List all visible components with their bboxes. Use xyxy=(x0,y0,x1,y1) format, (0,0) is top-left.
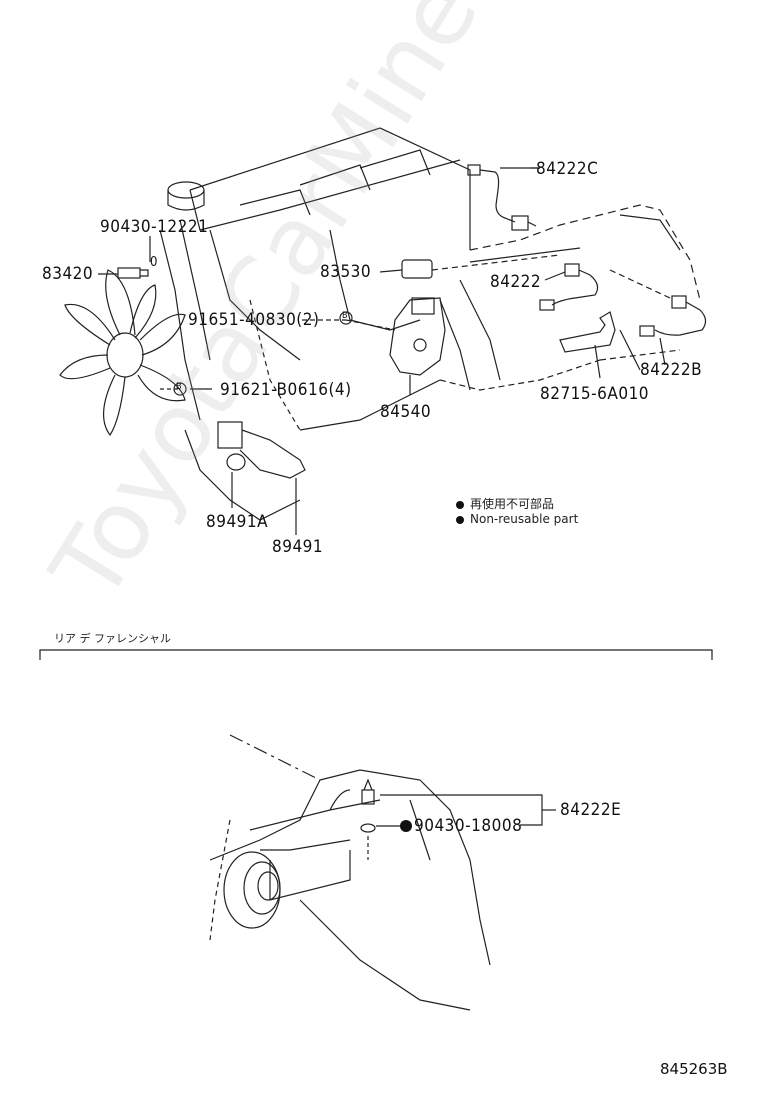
legend-en: Non-reusable part xyxy=(456,512,578,526)
part-84222[interactable]: 84222 xyxy=(490,272,542,292)
engine-block xyxy=(159,127,701,521)
bracket-82715 xyxy=(559,311,641,379)
switch-84540 xyxy=(389,297,446,395)
part-83420[interactable]: 83420 xyxy=(42,264,94,284)
rear-differential xyxy=(209,734,556,1011)
legend-en-text: Non-reusable part xyxy=(470,512,579,526)
document-id: 845263B xyxy=(660,1060,728,1078)
cooling-fan xyxy=(59,269,186,437)
legend-jp-text: 再使用不可部品 xyxy=(470,497,555,511)
sensor-83420 xyxy=(98,267,149,279)
legend-jp: 再使用不可部品 xyxy=(456,495,554,512)
part-90430-18008[interactable]: 90430-18008 xyxy=(414,816,523,836)
part-84222E[interactable]: 84222E xyxy=(560,800,622,820)
part-91621-B0616[interactable]: 91621-B0616(4) xyxy=(220,380,352,400)
callout-b-left: B xyxy=(176,382,183,392)
part-91651-40830[interactable]: 91651-40830(2) xyxy=(188,310,320,330)
legend-dot-icon xyxy=(456,515,464,524)
section-title: リア デ ファレンシャル xyxy=(54,632,171,645)
switch-83530 xyxy=(379,254,561,279)
non-reusable-marker xyxy=(400,820,412,832)
sensor-84222 xyxy=(539,263,599,311)
part-89491A[interactable]: 89491A xyxy=(206,512,269,532)
part-84222B[interactable]: 84222B xyxy=(640,360,703,380)
part-89491[interactable]: 89491 xyxy=(272,537,324,557)
part-84222C[interactable]: 84222C xyxy=(536,159,599,179)
legend-dot-icon xyxy=(456,500,464,509)
sensor-84222B xyxy=(609,269,707,366)
part-83530[interactable]: 83530 xyxy=(320,262,372,282)
callout-zero: 0 xyxy=(150,255,158,270)
callout-b-top: B xyxy=(342,311,349,321)
part-84540[interactable]: 84540 xyxy=(380,402,432,422)
harness-89491 xyxy=(217,421,306,535)
part-82715-6A010[interactable]: 82715-6A010 xyxy=(540,384,650,404)
sensor-84222C xyxy=(467,164,540,231)
part-90430-12221[interactable]: 90430-12221 xyxy=(100,217,209,237)
